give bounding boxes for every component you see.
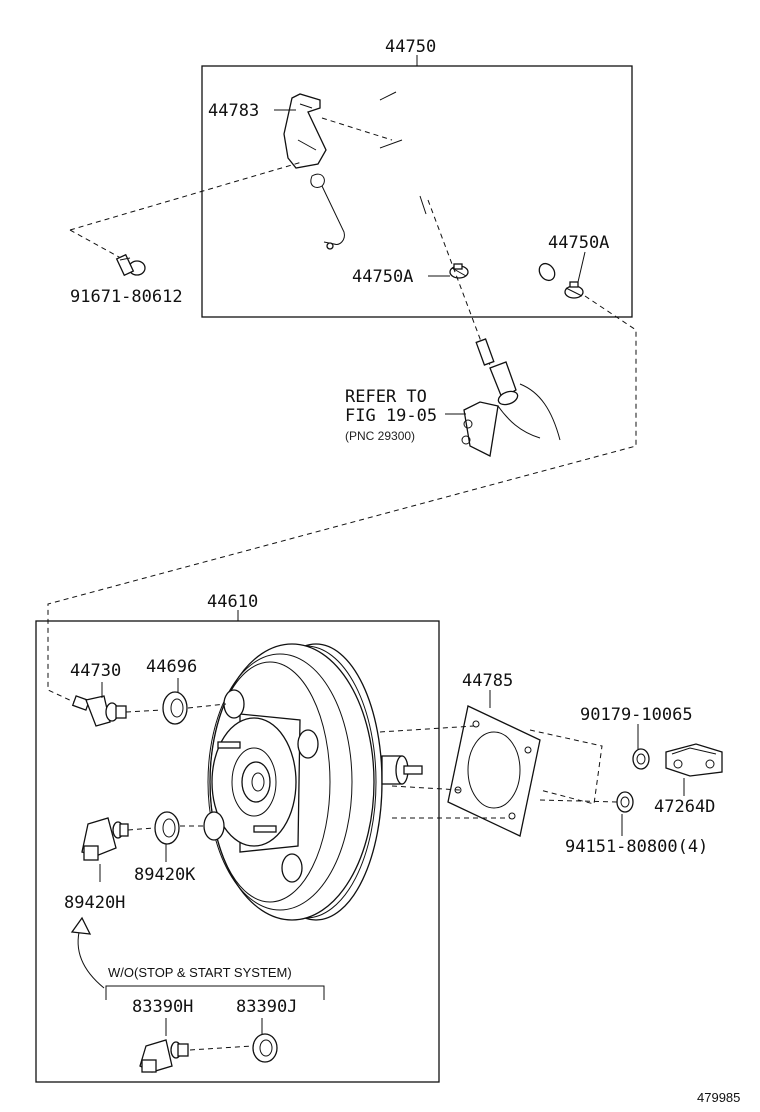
hose-assembly-frame <box>201 65 633 318</box>
label-44696: 44696 <box>146 657 197 677</box>
guide-bracket-to-hose <box>321 117 393 141</box>
guide-grommet-to-booster <box>187 703 227 709</box>
label-83390J: 83390J <box>236 997 297 1017</box>
nut-90179 <box>632 748 650 770</box>
guide-83390H-to-83390J <box>189 1045 253 1051</box>
grommet-83390J <box>252 1033 278 1063</box>
guide-stud-upper <box>379 725 475 733</box>
hose-clamp-left <box>449 263 469 279</box>
label-83390H: 83390H <box>132 997 193 1017</box>
label-44730: 44730 <box>70 661 121 681</box>
guide-to-nut <box>539 799 619 803</box>
label-89420H: 89420H <box>64 893 125 913</box>
guide-bolt-to-bracket <box>69 161 303 231</box>
check-valve-44730 <box>71 695 127 727</box>
engine-fitting-ref <box>461 338 561 457</box>
booster-gasket-44785 <box>447 705 603 837</box>
illustration-id: 479985 <box>697 1090 740 1105</box>
label-47264D: 47264D <box>654 797 715 817</box>
bolt-91671 <box>115 253 146 277</box>
label-refer-line3: (PNC 29300) <box>345 429 415 443</box>
guide-hose-to-engine <box>427 199 501 393</box>
label-44750: 44750 <box>385 37 436 57</box>
hose-clamp-right <box>564 281 584 299</box>
label-91671-80612: 91671-80612 <box>70 287 183 307</box>
guide-bolt-down <box>69 229 129 263</box>
guide-clamp-to-check-valve <box>47 295 637 703</box>
vacuum-hose-44750 <box>348 75 556 282</box>
brake-booster-body <box>203 643 423 921</box>
label-89420K: 89420K <box>134 865 196 885</box>
label-90179-10065: 90179-10065 <box>580 705 693 725</box>
guide-valve-to-grommet <box>125 709 163 713</box>
guide-sensor-to-grommet <box>127 827 155 831</box>
label-wo-stop-start: W/O(STOP & START SYSTEM) <box>108 965 292 980</box>
label-44610: 44610 <box>207 592 258 612</box>
grommet-44696 <box>162 691 188 725</box>
label-44785: 44785 <box>462 671 513 691</box>
sensor-83390H <box>139 1039 189 1073</box>
label-refer-line2: FIG 19-05 <box>345 406 437 426</box>
label-44783: 44783 <box>208 101 259 121</box>
clevis-47264D <box>665 743 723 777</box>
label-refer-line1: REFER TO <box>345 387 427 407</box>
nut-94151 <box>616 791 634 813</box>
label-44750A-left: 44750A <box>352 267 413 287</box>
label-44750A-right: 44750A <box>548 233 609 253</box>
curved-arrow-icon <box>70 916 105 989</box>
guide-stud-mid <box>391 785 461 791</box>
grommet-89420K <box>154 811 180 845</box>
note-bracket <box>105 985 325 1000</box>
sensor-89420H <box>81 817 129 861</box>
hose-bracket-44783 <box>283 93 345 250</box>
label-94151-80800: 94151-80800(4) <box>565 837 708 857</box>
leader-44750A-right <box>577 251 586 283</box>
